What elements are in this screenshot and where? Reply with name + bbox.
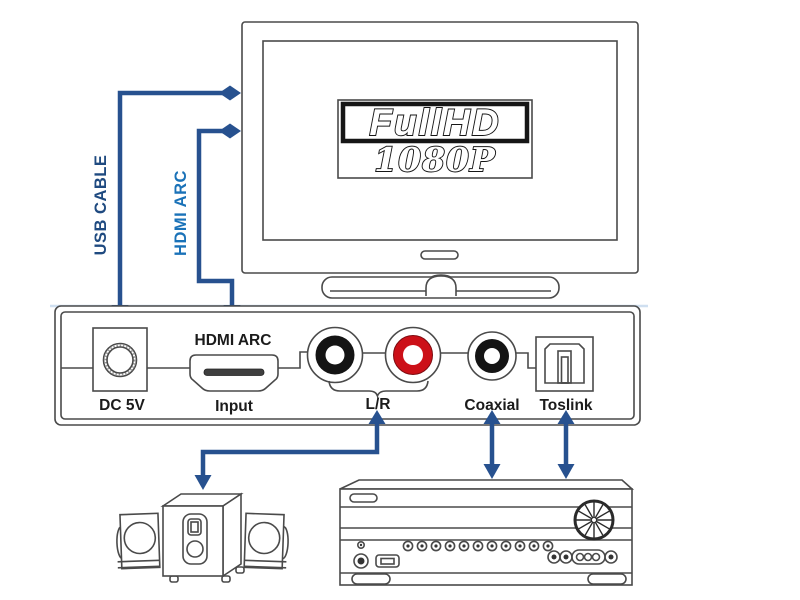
audio-converter: DC 5V HDMI ARC Input L/R Coaxial	[54, 305, 641, 426]
tv-stand-neck-front	[425, 275, 457, 296]
receiver-small-button-dot	[359, 543, 363, 547]
small-button	[458, 540, 470, 552]
small-button	[444, 540, 456, 552]
lr-brace	[328, 380, 429, 399]
usb-cable-connector: USB CABLE	[92, 85, 241, 320]
dc-power-port: DC 5V	[92, 327, 148, 414]
coaxial-up-arrowhead	[483, 410, 501, 424]
hdmi-port-slot	[203, 368, 265, 376]
tv: FullHD 1080P	[241, 21, 639, 299]
right-satellite-driver	[247, 521, 281, 555]
hdmi-input-port: HDMI ARC Input	[189, 332, 279, 415]
av-receiver	[339, 479, 635, 586]
hdmi-arc-cable-connector: HDMI ARC	[172, 123, 241, 320]
hdmi-port-top-label: HDMI ARC	[195, 332, 272, 349]
hdmi-arc-cable-label: HDMI ARC	[172, 170, 190, 256]
volume-knob-rim	[573, 499, 615, 541]
toslink-port-label: Toslink	[539, 397, 592, 414]
coaxial-down-arrowhead	[483, 464, 501, 479]
small-button	[514, 540, 526, 552]
small-button	[416, 540, 428, 552]
toslink-slot-inner	[560, 356, 569, 384]
tv-power-button	[420, 250, 459, 260]
pill-button	[575, 552, 585, 562]
coaxial-hole	[484, 348, 500, 364]
usb-cable-line	[117, 90, 231, 307]
lr-up-arrowhead	[368, 410, 386, 424]
receiver-left-foot	[351, 573, 391, 585]
receiver-right-controls	[547, 549, 618, 565]
subwoofer-foot	[235, 566, 245, 574]
toslink-down-arrowhead	[557, 464, 575, 479]
subwoofer-port-inner	[190, 521, 199, 533]
headphone-jack-hole	[357, 557, 365, 565]
lr-down-arrowhead	[194, 475, 212, 490]
usb-cable-diamond-end	[219, 85, 241, 101]
fullhd-logo: FullHD 1080P	[337, 99, 533, 180]
subwoofer-panel	[182, 513, 208, 565]
lr-to-speakers-connector	[194, 410, 386, 490]
toslink-to-receiver-connector	[557, 410, 575, 479]
dc-jack-inner	[106, 346, 134, 374]
usb-port	[375, 554, 400, 568]
dc-port-label: DC 5V	[99, 397, 145, 414]
volume-knob-spokes	[576, 502, 612, 538]
small-button	[528, 540, 540, 552]
hdmi-arc-cable-diamond-end	[219, 123, 241, 139]
subwoofer-foot	[221, 575, 231, 583]
receiver-top-face	[339, 479, 635, 490]
round-button	[604, 550, 618, 564]
coaxial-port-label: Coaxial	[464, 397, 519, 414]
volume-knob	[573, 499, 615, 541]
small-button	[500, 540, 512, 552]
pill-button	[583, 552, 593, 562]
receiver-power-button	[349, 493, 378, 503]
receiver-panel-lines	[340, 506, 632, 574]
right-satellite-base	[244, 559, 287, 569]
small-button	[486, 540, 498, 552]
toslink-up-arrowhead	[557, 410, 575, 424]
small-button	[430, 540, 442, 552]
rca-left-hole	[325, 345, 345, 365]
logo-subtitle: 1080P	[374, 140, 496, 179]
right-satellite-speaker	[243, 512, 289, 570]
subwoofer-side	[222, 492, 242, 578]
subwoofer-port	[187, 518, 202, 536]
small-button	[542, 540, 554, 552]
converter-inner-frame	[60, 311, 635, 420]
receiver-button-row	[402, 540, 554, 552]
pill-button	[591, 552, 601, 562]
headphone-jack	[353, 553, 369, 569]
subwoofer	[160, 492, 245, 583]
left-satellite-speaker	[116, 512, 161, 570]
small-button	[472, 540, 484, 552]
usb-port-inner	[380, 557, 395, 565]
logo-title: FullHD	[369, 102, 500, 143]
usb-cable-label: USB CABLE	[92, 155, 110, 256]
port-connector-lines	[61, 351, 536, 369]
subwoofer-foot	[169, 575, 179, 583]
toslink-port: Toslink	[535, 336, 594, 414]
receiver-small-button	[356, 540, 365, 549]
left-satellite-driver	[123, 521, 157, 555]
rca-right-hole	[403, 345, 423, 365]
dc-jack-thread	[103, 343, 137, 377]
small-button	[402, 540, 414, 552]
lr-cable-line	[200, 423, 380, 477]
toslink-shape	[544, 343, 585, 384]
subwoofer-knob	[186, 540, 204, 558]
hdmi-port-label: Input	[215, 398, 253, 415]
left-satellite-base	[117, 559, 160, 569]
coaxial-port: Coaxial	[464, 331, 520, 414]
coaxial-to-receiver-connector	[483, 410, 501, 479]
speaker-system	[116, 492, 289, 583]
logo-title-box	[340, 101, 530, 144]
lr-rca-ports: L/R	[306, 326, 442, 413]
lr-port-label: L/R	[366, 396, 391, 413]
receiver-right-foot	[587, 573, 627, 585]
hdmi-arc-cable-line	[196, 128, 235, 307]
